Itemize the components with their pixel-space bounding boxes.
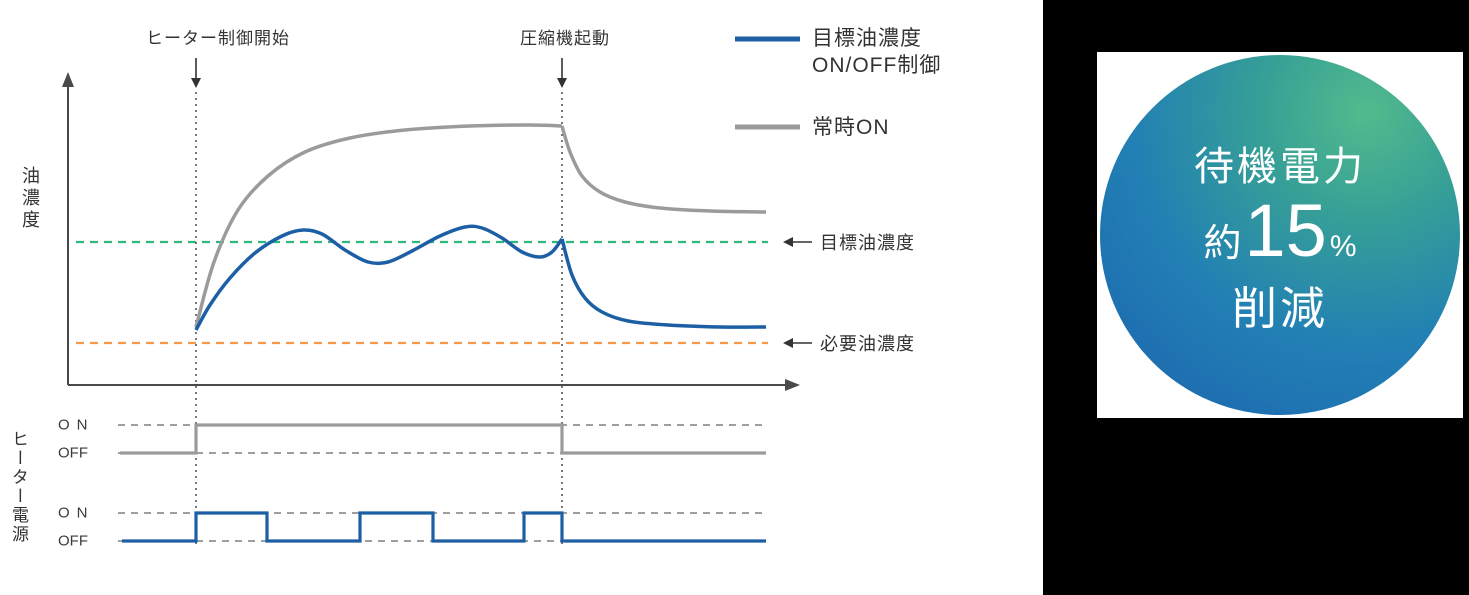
badge-value-row: 約 15 % (1203, 188, 1357, 272)
badge-percent-value: 15 (1244, 188, 1327, 272)
standby-power-panel: 待機電力 約 15 % 削減 (1043, 0, 1469, 595)
always-on-curve-decay (560, 125, 767, 214)
target-concentration-label: 目標油濃度 (820, 233, 915, 253)
badge-percent-sign: % (1329, 229, 1357, 263)
onoff-row-on-label: ON (58, 504, 95, 522)
heater-power-group-label: ヒーター電源 (9, 430, 28, 544)
heater-start-arrowhead (191, 78, 201, 88)
legend-always-on-label: 常時ON (812, 116, 890, 139)
badge-card: 待機電力 約 15 % 削減 (1097, 52, 1463, 418)
onoff-control-waveform (122, 511, 766, 543)
legend-onoff-label: 目標油濃度 ON/OFF制御 (812, 25, 941, 79)
required-label-arrowhead (783, 338, 793, 348)
always-row-on-label: ON (58, 416, 95, 434)
badge-reduction-label: 削減 (1231, 282, 1328, 334)
y-axis-arrowhead (62, 72, 74, 87)
onoff-row-off-label: OFF (58, 532, 88, 550)
onoff-control-curve-rise (194, 224, 564, 331)
legend-onoff-line2: ON/OFF制御 (812, 54, 942, 77)
y-axis-label: 油濃度 (20, 166, 40, 232)
compressor-start-annotation: 圧縮機起動 (520, 29, 610, 48)
badge-approx: 約 (1203, 222, 1242, 265)
standby-power-badge: 待機電力 約 15 % 削減 (1100, 55, 1460, 415)
heater-start-annotation: ヒーター制御開始 (146, 29, 290, 48)
required-concentration-label: 必要油濃度 (820, 334, 915, 354)
always-on-curve-rise (194, 123, 563, 328)
target-label-arrowhead (783, 237, 793, 247)
legend-onoff-line1: 目標油濃度 (812, 27, 922, 50)
onoff-control-curve-decay (560, 238, 767, 329)
x-axis-arrowhead (785, 379, 800, 391)
always-on-waveform (120, 423, 766, 455)
badge-title: 待機電力 (1194, 144, 1366, 189)
compressor-start-arrowhead (557, 78, 567, 88)
always-row-off-label: OFF (58, 444, 88, 462)
